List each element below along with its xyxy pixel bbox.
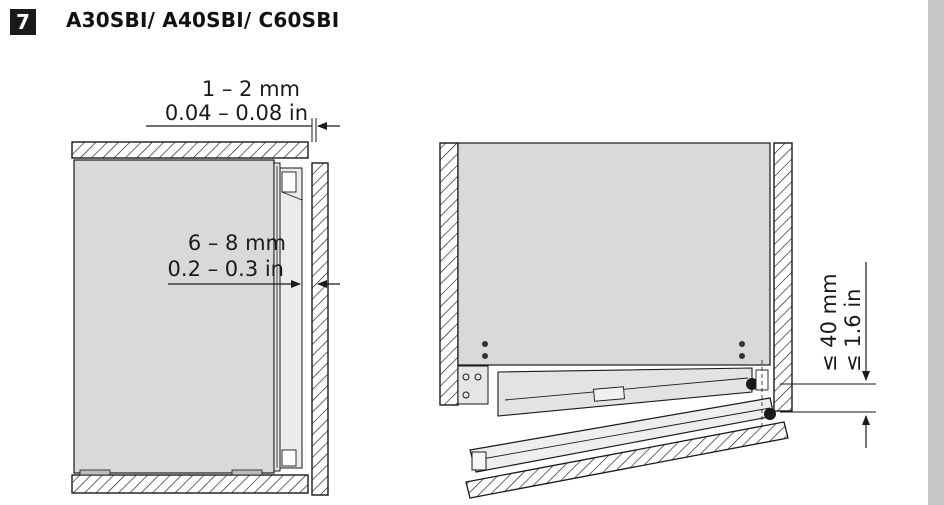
step-number-badge: 7 (10, 9, 36, 35)
screw-right-lower (739, 353, 745, 359)
door-lock (471, 451, 487, 471)
top-cabinet-panel (71, 141, 309, 159)
dim-label-side-gap-in: 0.2 – 0.3 in (168, 257, 284, 281)
bracket-left (457, 365, 489, 405)
door-frame (279, 167, 303, 469)
tilted-drawer-inner (497, 367, 753, 417)
side-scroll-strip (928, 0, 944, 505)
bottom-cabinet-panel (71, 474, 309, 494)
dim-label-side-gap-mm: 6 – 8 mm (188, 231, 286, 255)
hinge-pivot-upper (746, 378, 758, 390)
cabinet-door-panel (311, 162, 329, 496)
hinge-pivot-lower (764, 408, 776, 420)
cabinet-door-tilted (465, 421, 789, 499)
foot-right (231, 469, 263, 476)
left-view-side-section: 1 – 2 mm 0.04 – 0.08 in 6 – 8 mm 0.2 – 0… (71, 77, 340, 496)
right-view-front-section: ≤ 40 mm ≤ 1.6 in (439, 142, 876, 499)
screw-right-upper (739, 341, 745, 347)
appliance-front (457, 142, 771, 366)
screw-left-upper (482, 341, 488, 347)
dim-label-drop-in: ≤ 1.6 in (841, 289, 865, 373)
dim-label-top-gap-in: 0.04 – 0.08 in (165, 101, 308, 125)
drawer-handle (593, 386, 625, 402)
appliance-body (73, 159, 275, 474)
dim-label-top-gap-mm: 1 – 2 mm (202, 77, 300, 101)
page-title: A30SBI/ A40SBI/ C60SBI (66, 8, 340, 32)
cabinet-wall-right (773, 142, 793, 412)
screw-left-lower (482, 353, 488, 359)
cabinet-wall-left (439, 142, 459, 406)
dim-label-drop-mm: ≤ 40 mm (817, 273, 841, 372)
foot-left (79, 469, 111, 476)
door-hinge-bottom (281, 449, 297, 467)
door-hinge-top (281, 171, 297, 193)
